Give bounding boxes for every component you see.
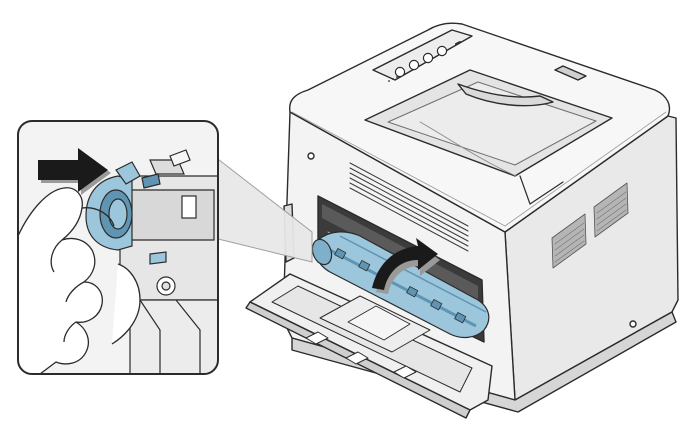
panel-button-4[interactable] <box>436 45 448 57</box>
front-door <box>245 273 493 419</box>
hand-icon <box>18 187 141 374</box>
panel-button-3[interactable] <box>422 52 434 64</box>
panel-button-2[interactable] <box>408 59 420 71</box>
toner-cartridge-icon <box>311 231 490 339</box>
push-arrow-icon <box>38 148 111 195</box>
rotate-arrow-icon <box>372 238 440 294</box>
control-buttons <box>394 45 448 78</box>
inset-frame <box>17 120 219 375</box>
output-support <box>457 83 554 107</box>
detail-inset <box>17 120 219 375</box>
front-vent <box>349 162 469 252</box>
panel-button-1[interactable] <box>394 66 406 78</box>
